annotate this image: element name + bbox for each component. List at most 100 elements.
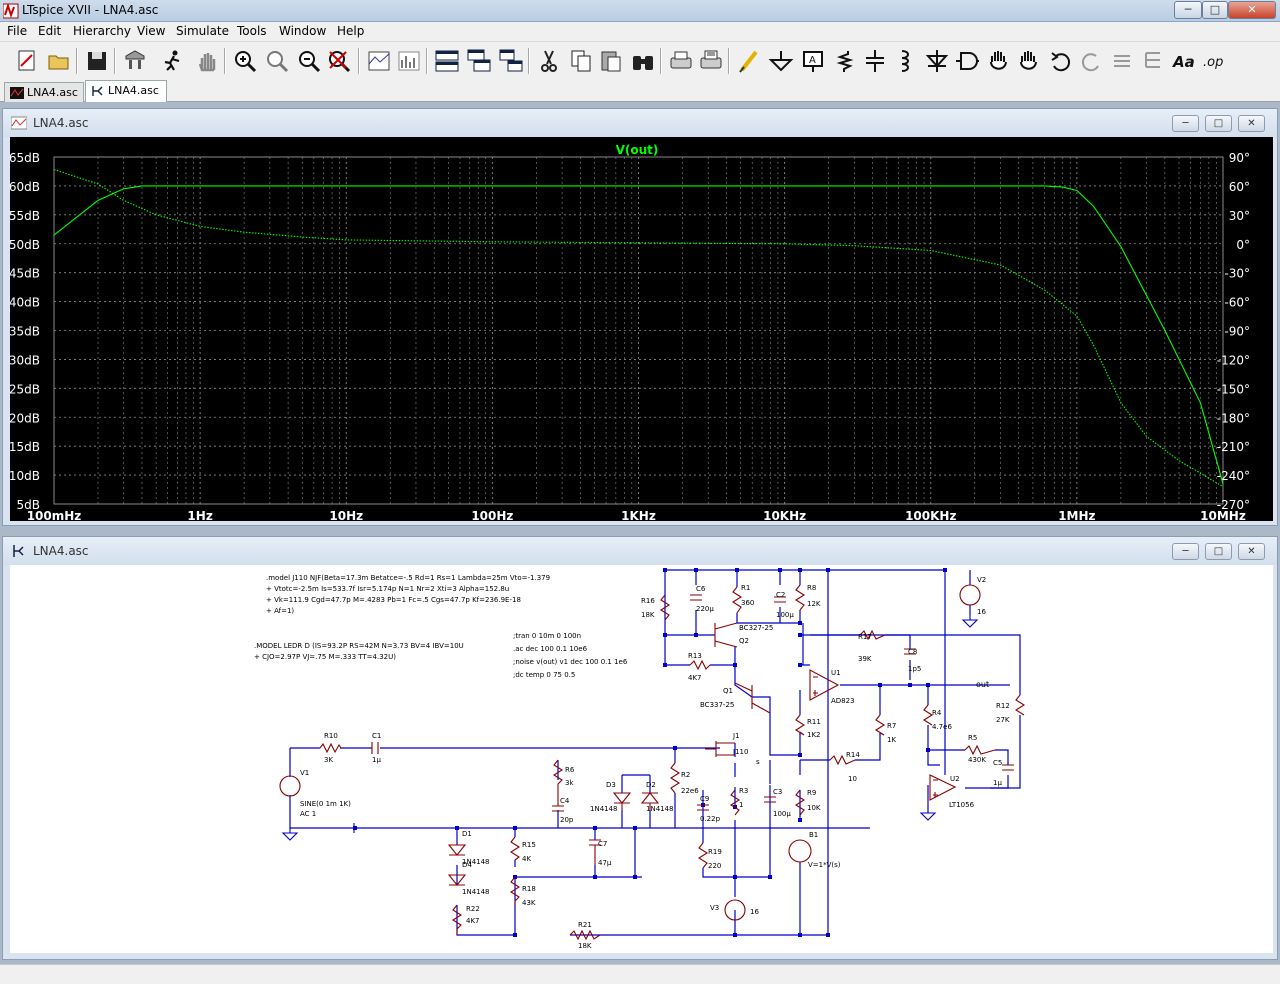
component-value-r4[interactable]: 4.7e6 <box>932 723 952 731</box>
component-ref-v2[interactable]: V2 <box>977 576 986 584</box>
component-ref-c1[interactable]: C1 <box>372 732 381 740</box>
component-value-r3[interactable]: 1 <box>739 801 743 809</box>
close-button[interactable]: ✕ <box>1228 1 1276 19</box>
component-ref-r17[interactable]: R17 <box>858 633 872 641</box>
open-icon[interactable] <box>46 48 72 74</box>
pan-icon[interactable] <box>264 48 290 74</box>
component-ref-r18[interactable]: R18 <box>522 885 536 893</box>
net-label-out[interactable]: out <box>976 680 989 689</box>
tile-vertical-icon[interactable] <box>498 48 524 74</box>
save-icon[interactable] <box>84 48 110 74</box>
menu-window[interactable]: Window <box>279 24 327 38</box>
tile-horizontal-icon[interactable] <box>434 48 460 74</box>
text-icon[interactable]: Aa <box>1172 48 1198 74</box>
component-value-r10[interactable]: 3K <box>324 756 333 764</box>
directive-line[interactable]: .model J110 NJF(Beta=17.3m Betatce=-.5 R… <box>266 574 550 582</box>
component-ref-q1[interactable]: Q1 <box>723 687 733 695</box>
undo-icon[interactable] <box>1048 48 1074 74</box>
component-value-q1[interactable]: BC337-25 <box>700 701 734 709</box>
component-value2-v1[interactable]: AC 1 <box>300 810 316 818</box>
minimize-button[interactable]: ─ <box>1174 1 1202 19</box>
spice-directive-icon[interactable]: .op <box>1202 48 1228 74</box>
component-ref-r7[interactable]: R7 <box>887 722 896 730</box>
component-ref-r9[interactable]: R9 <box>807 789 816 797</box>
component-ref-r21[interactable]: R21 <box>578 921 592 929</box>
component-value-r15[interactable]: 4K <box>522 855 531 863</box>
paste-icon[interactable] <box>598 48 624 74</box>
schematic-close-button[interactable]: ✕ <box>1238 543 1265 560</box>
mirror-icon[interactable] <box>1140 48 1166 74</box>
copy-icon[interactable] <box>568 48 594 74</box>
component-ref-r13[interactable]: R13 <box>688 652 702 660</box>
component-value-r11[interactable]: 1K2 <box>807 731 821 739</box>
component-ref-v1[interactable]: V1 <box>300 769 309 777</box>
component-ref-r10[interactable]: R10 <box>324 732 338 740</box>
component-value-v2[interactable]: 16 <box>977 608 986 616</box>
component-ref-d3[interactable]: D3 <box>606 781 616 789</box>
component-ref-u1[interactable]: U1 <box>831 669 841 677</box>
component-value-r17[interactable]: 39K <box>858 655 872 663</box>
drag-icon[interactable] <box>1016 48 1042 74</box>
plot-maximize-button[interactable]: □ <box>1205 115 1232 132</box>
component-ref-r5[interactable]: R5 <box>968 734 977 742</box>
component-value-u2[interactable]: LT1056 <box>949 801 975 809</box>
component-value-c9[interactable]: 0.22p <box>700 815 721 823</box>
new-schematic-icon[interactable] <box>14 48 40 74</box>
component-value-q2[interactable]: BC327-25 <box>739 624 773 632</box>
component-value-r18[interactable]: 43K <box>522 899 536 907</box>
ground-icon[interactable] <box>768 48 794 74</box>
component-icon[interactable] <box>954 48 980 74</box>
component-ref-r8[interactable]: R8 <box>807 584 816 592</box>
component-value-c2[interactable]: 100µ <box>776 611 794 619</box>
run-icon[interactable] <box>160 48 186 74</box>
menu-file[interactable]: File <box>7 24 28 38</box>
menu-edit[interactable]: Edit <box>38 24 62 38</box>
capacitor-icon[interactable] <box>862 48 888 74</box>
directive-line[interactable]: + Vtotc=-2.5m Is=533.7f Isr=5.174p N=1 N… <box>266 585 509 593</box>
component-ref-b1[interactable]: B1 <box>809 831 818 839</box>
component-value-c4[interactable]: 20p <box>560 816 574 824</box>
find-icon[interactable] <box>630 48 656 74</box>
component-value-c6[interactable]: 220µ <box>696 605 714 613</box>
component-value-c3[interactable]: 100µ <box>773 810 791 818</box>
component-ref-c6[interactable]: C6 <box>696 585 706 593</box>
component-value-r12[interactable]: 27K <box>996 716 1010 724</box>
schematic-minimize-button[interactable]: ─ <box>1172 543 1199 560</box>
component-value-c8[interactable]: 1p5 <box>908 665 921 673</box>
component-value-c5[interactable]: 1µ <box>993 779 1002 787</box>
component-ref-c5[interactable]: C5 <box>993 759 1002 767</box>
net-label-s[interactable]: s <box>756 758 760 766</box>
component-value-v1[interactable]: SINE(0 1m 1K) <box>300 800 351 808</box>
directive-line[interactable]: + CJO=2.97P VJ=.75 M=.333 TT=4.32U) <box>254 653 396 661</box>
component-ref-d2[interactable]: D2 <box>646 781 656 789</box>
schematic-canvas[interactable]: .model J110 NJF(Beta=17.3m Betatce=-.5 R… <box>10 565 1273 953</box>
menu-help[interactable]: Help <box>337 24 365 38</box>
component-value-r1[interactable]: 360 <box>741 599 754 607</box>
component-ref-r14[interactable]: R14 <box>846 751 860 759</box>
component-value-c7[interactable]: 47µ <box>598 859 612 867</box>
component-ref-r11[interactable]: R11 <box>807 718 821 726</box>
component-value-j1[interactable]: J110 <box>732 748 748 756</box>
tab-schematic[interactable]: LNA4.asc <box>85 80 167 102</box>
component-ref-u2[interactable]: U2 <box>950 775 960 783</box>
menu-hierarchy[interactable]: Hierarchy <box>73 24 132 38</box>
directive-line[interactable]: + Af=1) <box>266 607 294 615</box>
component-ref-c2[interactable]: C2 <box>776 591 785 599</box>
redo-icon[interactable] <box>1078 48 1104 74</box>
print-icon[interactable] <box>668 48 694 74</box>
halt-icon[interactable] <box>194 48 220 74</box>
directive-line[interactable]: .ac dec 100 0.1 10e6 <box>513 645 588 653</box>
fft-icon[interactable] <box>396 48 422 74</box>
component-ref-r2[interactable]: R2 <box>681 771 690 779</box>
component-ref-c8[interactable]: C8 <box>908 648 917 656</box>
plot-minimize-button[interactable]: ─ <box>1172 115 1199 132</box>
component-value-r6[interactable]: 3k <box>565 779 574 787</box>
component-ref-r16[interactable]: R16 <box>641 597 655 605</box>
component-value-d2[interactable]: 1N4148 <box>646 805 674 813</box>
label-net-icon[interactable]: A <box>800 48 826 74</box>
directive-line[interactable]: ;tran 0 10m 0 100n <box>513 632 581 640</box>
component-ref-d4[interactable]: D4 <box>462 861 472 869</box>
component-ref-r22[interactable]: R22 <box>466 905 480 913</box>
maximize-button[interactable]: □ <box>1202 1 1228 19</box>
component-ref-r12[interactable]: R12 <box>996 702 1010 710</box>
